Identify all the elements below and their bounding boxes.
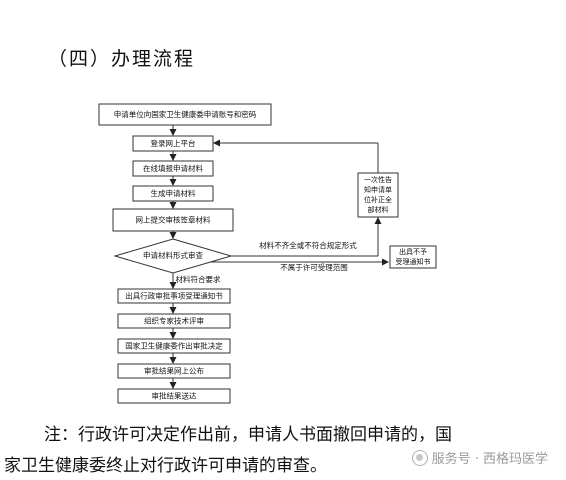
note-line-2: 家卫生健康委终止对行政许可申请的审查。: [4, 456, 327, 476]
flow-step-box-10: [117, 363, 231, 379]
watermark: 服务号 · 西格玛医学: [411, 448, 548, 467]
side-box-line-1: 一次性告: [364, 175, 392, 184]
flow-step-label-4: 生成申请材料: [151, 188, 196, 198]
flow-step-box-9: [117, 338, 231, 354]
wechat-logo-icon: [411, 449, 428, 466]
flow-step-label-8: 组织专家技术评审: [144, 316, 204, 326]
reject-box-line-1: 出具不予: [399, 247, 427, 256]
flow-step-box-8: [117, 313, 231, 329]
flow-step-box-11: [117, 388, 231, 404]
side-box-line-4: 部材料: [368, 205, 389, 214]
reject-box: [389, 245, 437, 269]
side-box-supplement: [357, 172, 399, 218]
edge-label-out-of-scope: 不属于许可受理范围: [280, 262, 348, 272]
section-heading: （四）办理流程: [48, 48, 196, 70]
flow-step-label-11: 审批结果送达: [152, 391, 197, 401]
flow-step-label-3: 在线填报申请材料: [143, 163, 203, 173]
flow-step-box-4: [132, 185, 214, 202]
decision-diamond-review: [113, 238, 233, 274]
note-line-1: 注：行政许可决定作出前，申请人书面撤回申请的，国: [44, 425, 452, 445]
edge-label-meets: 材料符合要求: [176, 274, 221, 284]
side-box-line-3: 位补正全: [364, 195, 392, 204]
flow-step-label-5: 网上提交审核签章材料: [136, 215, 211, 225]
flow-step-label-2: 登录网上平台: [151, 138, 196, 148]
watermark-text: 服务号 · 西格玛医学: [431, 452, 548, 467]
flow-step-box-1: [98, 103, 272, 126]
flow-step-box-5: [112, 208, 234, 232]
reject-box-line-2: 受理通知书: [396, 257, 431, 266]
decision-label-review: 申请材料形式审查: [143, 250, 203, 260]
flow-step-box-3: [132, 160, 214, 177]
flow-step-label-7: 出具行政审批事项受理通知书: [125, 291, 223, 301]
flow-step-box-2: [132, 135, 214, 152]
side-box-line-2: 知申请单: [364, 185, 392, 194]
edge-label-incomplete: 材料不齐全或不符合规定形式: [259, 240, 357, 250]
flow-step-label-1: 申请单位向国家卫生健康委申请账号和密码: [114, 109, 257, 119]
flow-step-box-7: [117, 288, 231, 304]
flow-step-label-9: 国家卫生健康委作出审批决定: [125, 341, 223, 351]
flow-step-label-10: 审批结果网上公布: [144, 366, 204, 376]
